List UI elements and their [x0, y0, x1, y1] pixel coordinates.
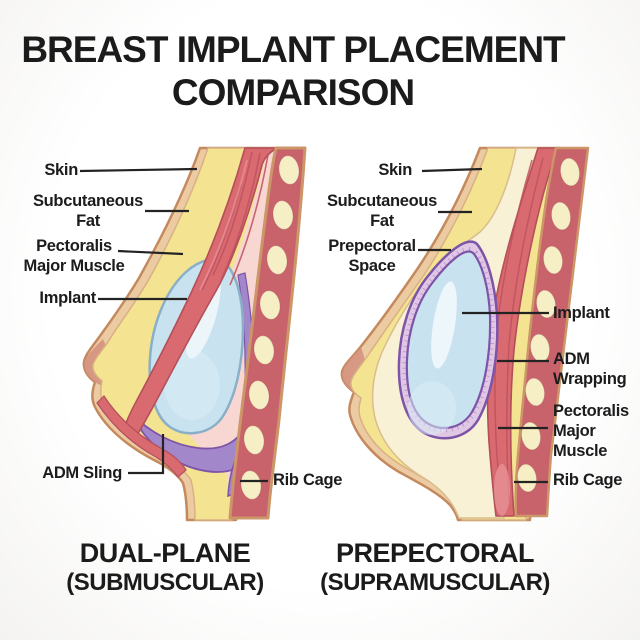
label-pectoralis-major-muscle-right: Pectoralis Major Muscle — [553, 402, 629, 460]
caption-dual-plane-sub: (SUBMUSCULAR) — [66, 569, 264, 596]
label-implant-right: Implant — [553, 304, 610, 322]
label-pectoralis-major-muscle-left: Pectoralis Major Muscle — [23, 237, 125, 275]
rib-ovals — [240, 155, 300, 500]
label-subcutaneous-fat-left: Subcutaneous Fat — [32, 192, 144, 230]
caption-prepectoral-sub: (SUPRAMUSCULAR) — [320, 569, 550, 596]
rib-cage-shape — [228, 146, 307, 520]
implant-highlight — [431, 281, 457, 369]
prepectoral-diagram — [340, 146, 590, 522]
skin-line-left — [79, 167, 198, 173]
label-skin-left: Skin — [44, 161, 78, 179]
label-adm-sling: ADM Sling — [42, 464, 122, 482]
label-adm-wrapping: ADM Wrapping — [553, 350, 627, 388]
page-title: BREAST IMPLANT PLACEMENT COMPARISON — [0, 28, 640, 114]
pectoralis-line-left — [117, 249, 184, 256]
label-prepectoral-space: Prepectoral Space — [328, 237, 416, 275]
muscle-highlight — [199, 159, 248, 291]
muscle-shape — [123, 147, 278, 438]
adm-sling-line-left — [128, 434, 165, 475]
label-rib-cage-left: Rib Cage — [273, 471, 343, 489]
label-skin-right: Skin — [378, 161, 412, 179]
caption-dual-plane: DUAL-PLANE (SUBMUSCULAR) — [30, 538, 300, 597]
connector-lines — [79, 167, 549, 484]
dual-plane-diagram — [82, 146, 307, 522]
skin-line-right — [421, 167, 483, 173]
label-implant-left: Implant — [39, 289, 96, 307]
implant-soft-sheen — [408, 381, 456, 435]
muscle-lower-tint — [494, 464, 510, 516]
muscle-shape — [486, 147, 557, 517]
label-rib-cage-right: Rib Cage — [553, 471, 623, 489]
label-subcutaneous-fat-right: Subcutaneous Fat — [326, 192, 438, 230]
page-title-line2: COMPARISON — [171, 72, 415, 113]
implant-soft-sheen — [164, 350, 220, 420]
caption-prepectoral: PREPECTORAL (SUPRAMUSCULAR) — [300, 538, 570, 597]
caption-dual-plane-name: DUAL-PLANE — [79, 538, 251, 568]
page-title-line1: BREAST IMPLANT PLACEMENT — [21, 29, 565, 70]
caption-prepectoral-name: PREPECTORAL — [335, 538, 535, 568]
